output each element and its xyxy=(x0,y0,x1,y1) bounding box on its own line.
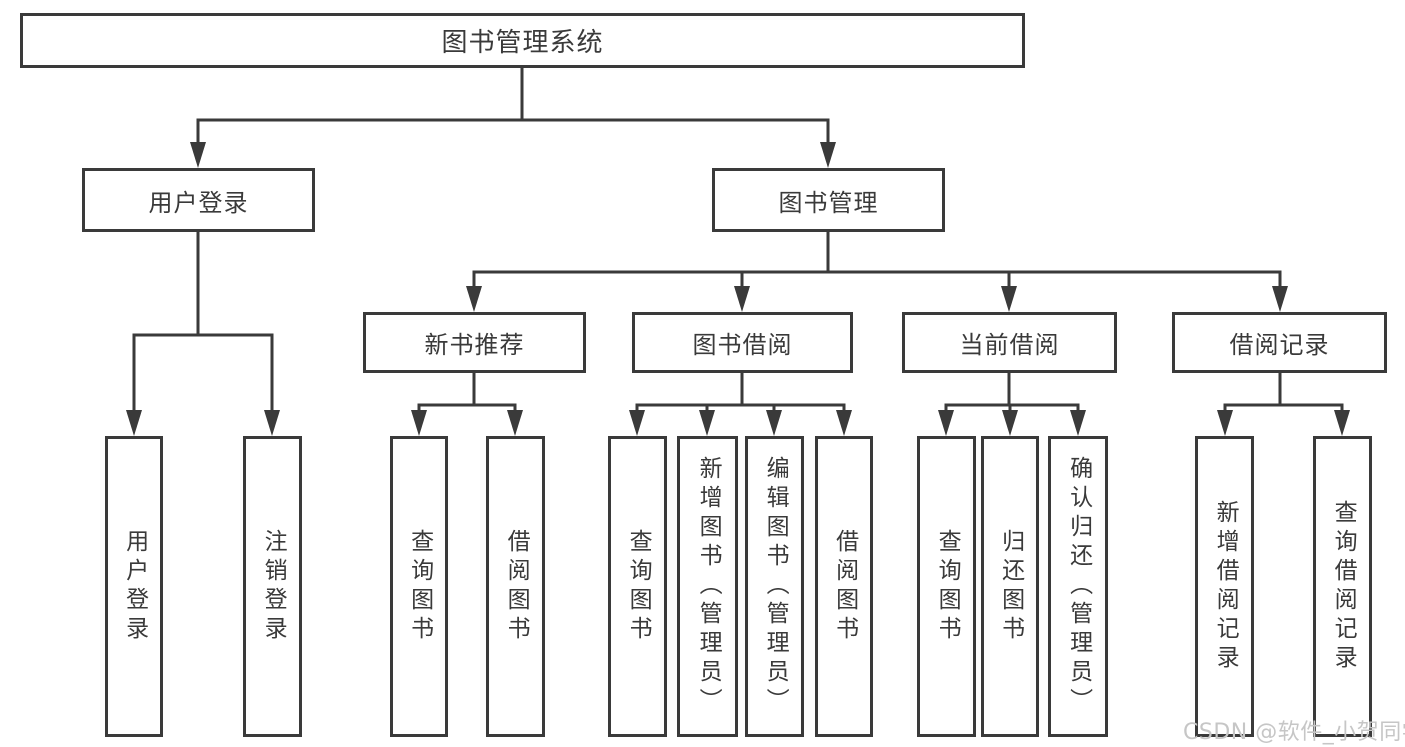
leaf-return-book: 归还图书 xyxy=(981,436,1039,737)
leaf-logout-login-label: 注销登录 xyxy=(260,528,287,645)
leaf-user-login: 用户登录 xyxy=(105,436,163,737)
node-root-label: 图书管理系统 xyxy=(441,28,604,58)
leaf-confirm-return-admin: 确认归还（管理员） xyxy=(1048,436,1108,737)
leaf-query-book-current-label: 查询图书 xyxy=(934,528,961,645)
leaf-borrow-book-borrow: 借阅图书 xyxy=(815,436,873,737)
node-user-login-label: 用户登录 xyxy=(148,188,249,217)
node-borrow-records-label: 借阅记录 xyxy=(1229,331,1330,359)
watermark: CSDN @软件_小贺同学 xyxy=(1183,720,1405,745)
leaf-add-borrow-record-label: 新增借阅记录 xyxy=(1212,499,1239,674)
leaf-add-book-admin-label: 新增图书（管理员） xyxy=(695,456,722,717)
leaf-add-book-admin: 新增图书（管理员） xyxy=(677,436,738,737)
leaf-query-book-recommend: 查询图书 xyxy=(390,436,448,737)
leaf-borrow-book-recommend: 借阅图书 xyxy=(486,436,545,737)
node-book-borrow-label: 图书借阅 xyxy=(692,331,793,359)
leaf-return-book-label: 归还图书 xyxy=(997,528,1024,645)
node-user-login: 用户登录 xyxy=(82,168,315,232)
leaf-query-book-borrow: 查询图书 xyxy=(608,436,667,737)
leaf-query-borrow-record: 查询借阅记录 xyxy=(1313,436,1372,737)
leaf-query-borrow-record-label: 查询借阅记录 xyxy=(1330,499,1357,674)
leaf-query-book-recommend-label: 查询图书 xyxy=(406,528,433,645)
leaf-add-borrow-record: 新增借阅记录 xyxy=(1195,436,1254,737)
leaf-confirm-return-admin-label: 确认归还（管理员） xyxy=(1065,456,1092,717)
leaf-borrow-book-borrow-label: 借阅图书 xyxy=(831,528,858,645)
arrowheads xyxy=(126,142,1350,436)
leaf-query-book-current: 查询图书 xyxy=(917,436,976,737)
node-new-book-recommend-label: 新书推荐 xyxy=(424,331,525,359)
node-borrow-records: 借阅记录 xyxy=(1172,312,1387,373)
node-root: 图书管理系统 xyxy=(20,13,1025,68)
leaf-user-login-label: 用户登录 xyxy=(121,528,148,645)
node-current-borrow-label: 当前借阅 xyxy=(959,331,1060,359)
leaf-query-book-borrow-label: 查询图书 xyxy=(625,528,652,645)
leaf-borrow-book-recommend-label: 借阅图书 xyxy=(503,528,530,645)
node-book-borrow: 图书借阅 xyxy=(632,312,853,373)
leaf-edit-book-admin-label: 编辑图书（管理员） xyxy=(762,456,789,717)
node-book-management-label: 图书管理 xyxy=(778,188,879,217)
node-new-book-recommend: 新书推荐 xyxy=(363,312,586,373)
node-book-management: 图书管理 xyxy=(712,168,945,232)
node-current-borrow: 当前借阅 xyxy=(902,312,1117,373)
leaf-edit-book-admin: 编辑图书（管理员） xyxy=(745,436,804,737)
leaf-logout-login: 注销登录 xyxy=(243,436,302,737)
